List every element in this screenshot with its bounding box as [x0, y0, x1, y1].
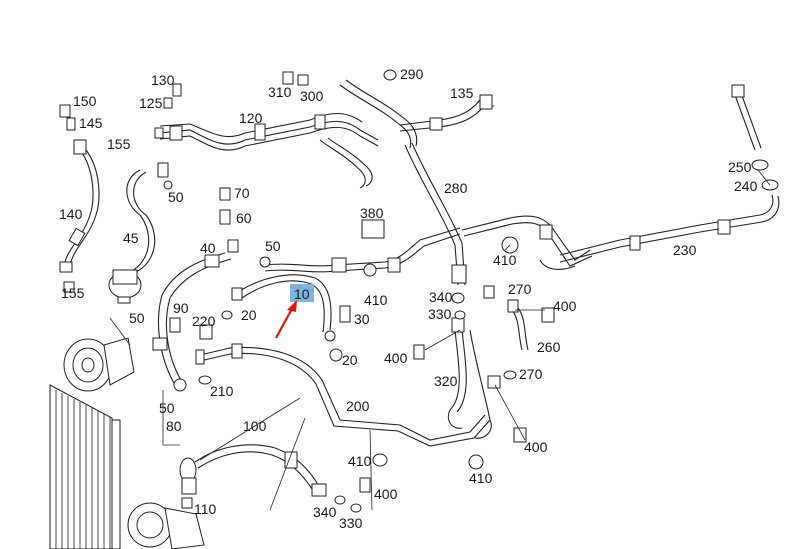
label-145[interactable]: 145: [79, 115, 103, 131]
label-70[interactable]: 70: [234, 185, 250, 201]
receiver-drier: [108, 169, 156, 304]
hose-135: [339, 79, 494, 149]
hose-100: [194, 444, 327, 497]
hose-260: [507, 299, 529, 351]
label-20[interactable]: 20: [241, 307, 257, 323]
label-320[interactable]: 320: [434, 373, 458, 389]
label-50[interactable]: 50: [265, 238, 281, 254]
label-130[interactable]: 130: [151, 72, 175, 88]
hose-200: [195, 343, 491, 447]
label-90[interactable]: 90: [173, 300, 189, 316]
label-140[interactable]: 140: [59, 206, 83, 222]
label-30[interactable]: 30: [354, 311, 370, 327]
label-230[interactable]: 230: [673, 242, 697, 258]
label-120[interactable]: 120: [239, 110, 263, 126]
label-340[interactable]: 340: [429, 289, 453, 305]
label-135[interactable]: 135: [450, 85, 474, 101]
hose-40: [152, 252, 232, 392]
label-410[interactable]: 410: [493, 252, 517, 268]
hose-10: [231, 274, 336, 342]
hose-230: [501, 194, 780, 270]
label-400[interactable]: 400: [374, 486, 398, 502]
label-50[interactable]: 50: [168, 189, 184, 205]
label-60[interactable]: 60: [236, 210, 252, 226]
label-40[interactable]: 40: [200, 240, 216, 256]
label-330[interactable]: 330: [428, 306, 452, 322]
label-155[interactable]: 155: [107, 136, 131, 152]
label-270[interactable]: 270: [519, 366, 543, 382]
label-20[interactable]: 20: [342, 352, 358, 368]
label-260[interactable]: 260: [537, 339, 561, 355]
label-80[interactable]: 80: [166, 418, 182, 434]
label-10[interactable]: 10: [294, 286, 310, 302]
label-220[interactable]: 220: [192, 313, 216, 329]
label-300[interactable]: 300: [300, 88, 324, 104]
label-310[interactable]: 310: [268, 84, 292, 100]
hose-50-top: [264, 227, 461, 273]
label-155[interactable]: 155: [61, 285, 85, 301]
label-410[interactable]: 410: [364, 292, 388, 308]
label-240[interactable]: 240: [734, 178, 758, 194]
condenser: [49, 384, 121, 549]
label-50[interactable]: 50: [129, 310, 145, 326]
label-290[interactable]: 290: [400, 66, 424, 82]
sensor-240-250: [731, 84, 779, 191]
label-410[interactable]: 410: [348, 453, 372, 469]
label-45[interactable]: 45: [123, 230, 139, 246]
red-arrow: [275, 300, 297, 339]
hose-320: [447, 317, 501, 439]
label-270[interactable]: 270: [508, 281, 532, 297]
leader-lines: [162, 169, 771, 511]
compressor-lower: [127, 457, 205, 549]
label-150[interactable]: 150: [73, 93, 97, 109]
part-labels: 10 20 20 30 40 45 50 50 50 50 60 70 80 9…: [59, 66, 758, 531]
fittings: [59, 69, 555, 513]
label-400[interactable]: 400: [384, 350, 408, 366]
hose-140: [59, 139, 100, 273]
label-100[interactable]: 100: [243, 418, 267, 434]
label-340[interactable]: 340: [313, 504, 337, 520]
label-400[interactable]: 400: [553, 298, 577, 314]
label-330[interactable]: 330: [339, 515, 363, 531]
label-250[interactable]: 250: [728, 159, 752, 175]
compressor-upper: [63, 317, 135, 392]
label-400[interactable]: 400: [524, 439, 548, 455]
hose-120: [159, 112, 379, 189]
label-280[interactable]: 280: [444, 180, 468, 196]
label-110[interactable]: 110: [194, 501, 217, 517]
label-50[interactable]: 50: [159, 400, 175, 416]
label-125[interactable]: 125: [139, 95, 163, 111]
highlight-box: [290, 284, 314, 302]
hose-280: [404, 142, 593, 286]
label-410[interactable]: 410: [469, 470, 493, 486]
label-200[interactable]: 200: [346, 398, 370, 414]
label-210[interactable]: 210: [210, 383, 234, 399]
label-380[interactable]: 380: [360, 205, 384, 221]
